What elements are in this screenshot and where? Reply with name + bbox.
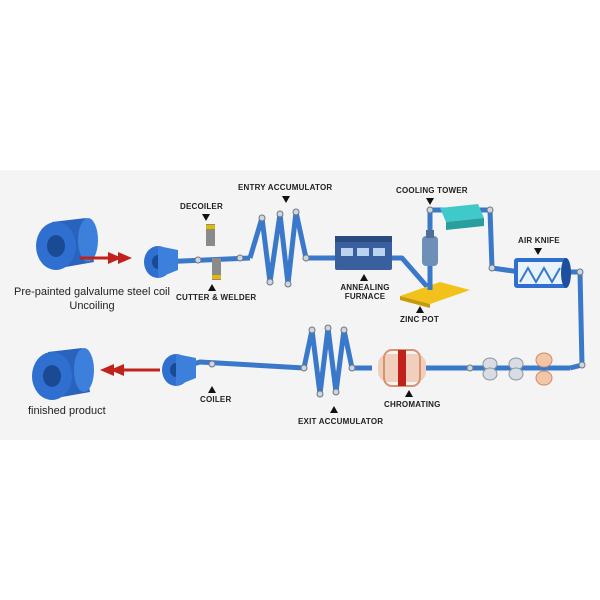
decoiler-marker [202,214,210,221]
annealing-furnace-label-line2: FURNACE [344,292,386,301]
zinc-pot-label: ZINC POT [400,315,439,324]
coiler-coil [162,354,196,386]
air-knife-label: AIR KNIFE [518,236,560,245]
cooling-tower-marker [426,198,434,205]
coiler-marker [208,386,216,393]
rollers-bottom-right [466,352,553,386]
entry-accumulator-label: ENTRY ACCUMULATOR [238,183,333,192]
exit-accumulator-marker [330,406,338,413]
annealing-furnace-label: ANNEALING FURNACE [330,283,400,301]
finished-coil [32,348,94,400]
annealing-furnace-marker [360,274,368,281]
annealing-furnace-label-line1: ANNEALING [340,283,390,292]
finished-product-caption: finished product [28,405,106,417]
input-coil-caption-line2: Uncoiling [69,300,115,312]
zinc-pot [400,230,470,308]
decoiler-coil [144,246,178,278]
rollers-bottom [208,324,356,398]
rollers-top [194,206,586,369]
cooling-tower-label: COOLING TOWER [396,186,468,195]
output-arrow [100,364,160,376]
air-knife [514,258,571,288]
cutter-welder-marker [208,284,216,291]
exit-accumulator-label: EXIT ACCUMULATOR [298,417,384,426]
cooling-tower [440,204,484,230]
input-arrow [80,252,132,264]
chromating-unit [378,349,426,387]
background-band [0,170,600,440]
entry-accumulator-marker [282,196,290,203]
chromating-label: CHROMATING [384,400,441,409]
input-coil-caption-line1: Pre-painted galvalume steel coil [14,286,170,298]
air-knife-marker [534,248,542,255]
zinc-pot-marker [416,306,424,313]
annealing-furnace [335,236,392,270]
input-coil [36,218,98,270]
cutter-welder [206,224,221,280]
decoiler-label: DECOILER [180,202,223,211]
coiler-label: COILER [200,395,232,404]
input-coil-caption: Pre-painted galvalume steel coil Uncoili… [6,286,178,312]
chromating-marker [405,390,413,397]
cutter-welder-label: CUTTER & WELDER [176,293,257,302]
